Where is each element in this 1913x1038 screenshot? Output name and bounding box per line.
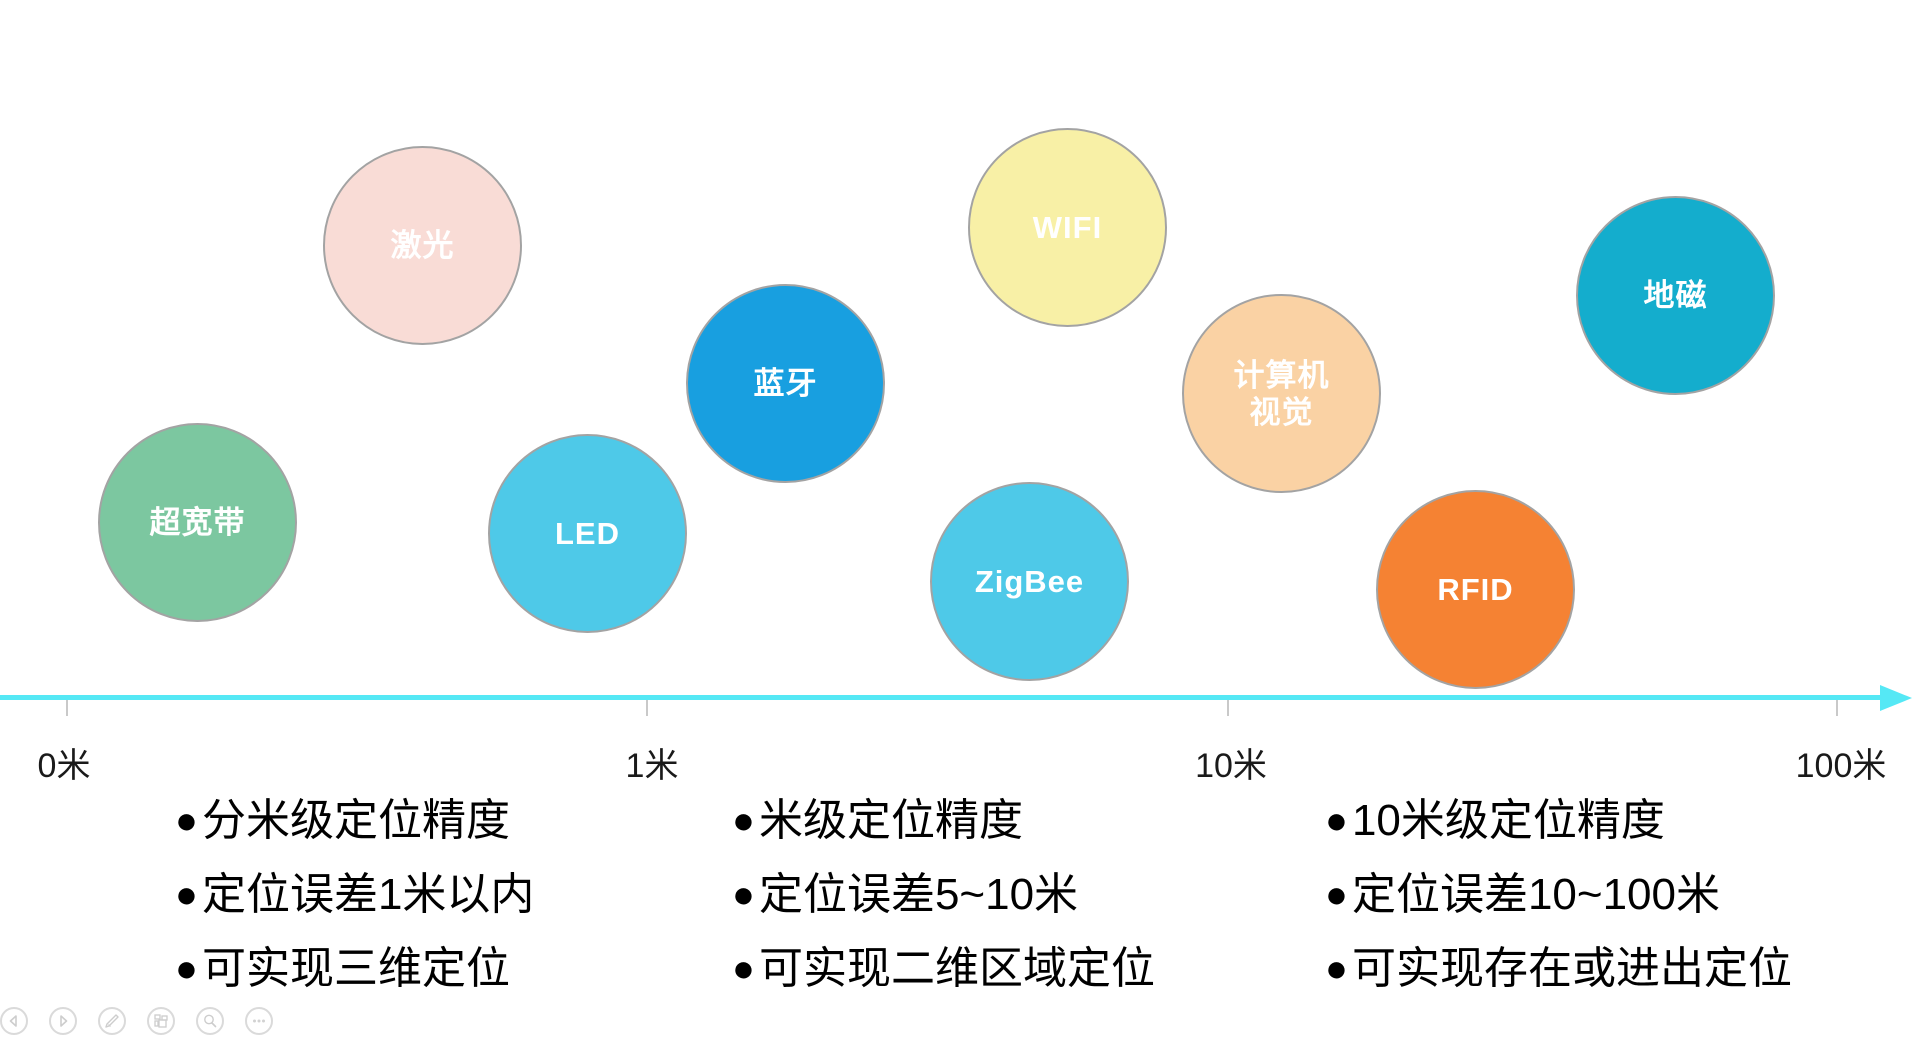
bullet-icon: ● bbox=[732, 874, 755, 916]
legend-item-text: 定位误差1米以内 bbox=[201, 870, 535, 919]
bubble-rfid: RFID bbox=[1376, 490, 1575, 689]
more-icon bbox=[253, 1019, 265, 1023]
bullet-icon: ● bbox=[732, 800, 755, 842]
axis-tick-0m bbox=[66, 700, 68, 716]
axis-label-0m: 0米 bbox=[37, 747, 91, 785]
bullet-icon: ● bbox=[175, 948, 198, 990]
legend-item: ● 定位误差1米以内 bbox=[175, 870, 534, 920]
bubble-laser-label: 激光 bbox=[390, 228, 455, 263]
bubble-wifi: WIFI bbox=[968, 128, 1167, 327]
axis-line bbox=[0, 695, 1882, 700]
bubble-computer-vision-label: 计算机 视觉 bbox=[1233, 357, 1330, 430]
bubble-computer-vision: 计算机 视觉 bbox=[1182, 294, 1381, 493]
magnifier-button[interactable] bbox=[196, 1007, 224, 1035]
bubble-geomagnetic: 地磁 bbox=[1576, 196, 1775, 395]
bullet-icon: ● bbox=[732, 948, 755, 990]
bullet-icon: ● bbox=[175, 874, 198, 916]
legend-item: ● 可实现二维区域定位 bbox=[732, 944, 1155, 994]
legend-item: ● 可实现三维定位 bbox=[175, 944, 534, 994]
more-button[interactable] bbox=[245, 1007, 273, 1035]
axis-label-10m: 10米 bbox=[1195, 747, 1267, 785]
bubble-led-label: LED bbox=[555, 516, 620, 551]
legend-item: ● 定位误差10~100米 bbox=[1325, 870, 1792, 920]
axis-label-1m: 1米 bbox=[625, 747, 679, 785]
legend-item-text: 定位误差10~100米 bbox=[1351, 870, 1721, 919]
bubble-bluetooth: 蓝牙 bbox=[686, 284, 885, 483]
bubble-rfid-label: RFID bbox=[1437, 572, 1514, 607]
legend-item: ● 米级定位精度 bbox=[732, 796, 1155, 846]
bubble-zigbee-label: ZigBee bbox=[974, 564, 1085, 599]
legend-item: ● 分米级定位精度 bbox=[175, 796, 534, 846]
legend-column-meter: ● 米级定位精度 ● 定位误差5~10米 ● 可实现二维区域定位 bbox=[732, 796, 1155, 994]
axis-tick-100m bbox=[1836, 700, 1838, 716]
previous-slide-button[interactable] bbox=[0, 1007, 28, 1035]
legend-item-text: 分米级定位精度 bbox=[201, 796, 510, 845]
bullet-icon: ● bbox=[1325, 948, 1348, 990]
axis-label-100m: 100米 bbox=[1795, 747, 1887, 785]
legend-column-decimeter: ● 分米级定位精度 ● 定位误差1米以内 ● 可实现三维定位 bbox=[175, 796, 534, 994]
pen-button[interactable] bbox=[98, 1007, 126, 1035]
axis-tick-1m bbox=[646, 700, 648, 716]
axis-arrowhead-icon bbox=[1880, 685, 1912, 711]
legend-item-text: 米级定位精度 bbox=[758, 796, 1023, 845]
legend-item: ● 10米级定位精度 bbox=[1325, 796, 1792, 846]
legend-item-text: 可实现二维区域定位 bbox=[758, 944, 1155, 993]
axis-tick-10m bbox=[1227, 700, 1229, 716]
pen-icon bbox=[105, 1014, 119, 1028]
bubble-wifi-label: WIFI bbox=[1032, 210, 1103, 245]
bubble-uwb-label: 超宽带 bbox=[149, 505, 246, 540]
slide-panel-button[interactable] bbox=[147, 1007, 175, 1035]
legend-item-text: 可实现存在或进出定位 bbox=[1351, 944, 1792, 993]
slide-panel-icon bbox=[154, 1014, 168, 1028]
bubble-bluetooth-label: 蓝牙 bbox=[753, 366, 818, 401]
legend-item: ● 可实现存在或进出定位 bbox=[1325, 944, 1792, 994]
next-slide-button[interactable] bbox=[49, 1007, 77, 1035]
bullet-icon: ● bbox=[1325, 874, 1348, 916]
next-slide-icon bbox=[60, 1015, 68, 1027]
legend-item: ● 定位误差5~10米 bbox=[732, 870, 1155, 920]
bubble-geomagnetic-label: 地磁 bbox=[1643, 278, 1708, 313]
bubble-laser: 激光 bbox=[323, 146, 522, 345]
bullet-icon: ● bbox=[175, 800, 198, 842]
legend-item-text: 定位误差5~10米 bbox=[758, 870, 1079, 919]
bubble-led: LED bbox=[488, 434, 687, 633]
bubble-zigbee: ZigBee bbox=[930, 482, 1129, 681]
bullet-icon: ● bbox=[1325, 800, 1348, 842]
magnifier-icon bbox=[204, 1014, 217, 1028]
legend-column-10meter: ● 10米级定位精度 ● 定位误差10~100米 ● 可实现存在或进出定位 bbox=[1325, 796, 1792, 994]
previous-slide-icon bbox=[9, 1015, 17, 1027]
legend-item-text: 10米级定位精度 bbox=[1351, 796, 1665, 845]
bubble-uwb: 超宽带 bbox=[98, 423, 297, 622]
legend-item-text: 可实现三维定位 bbox=[201, 944, 510, 993]
